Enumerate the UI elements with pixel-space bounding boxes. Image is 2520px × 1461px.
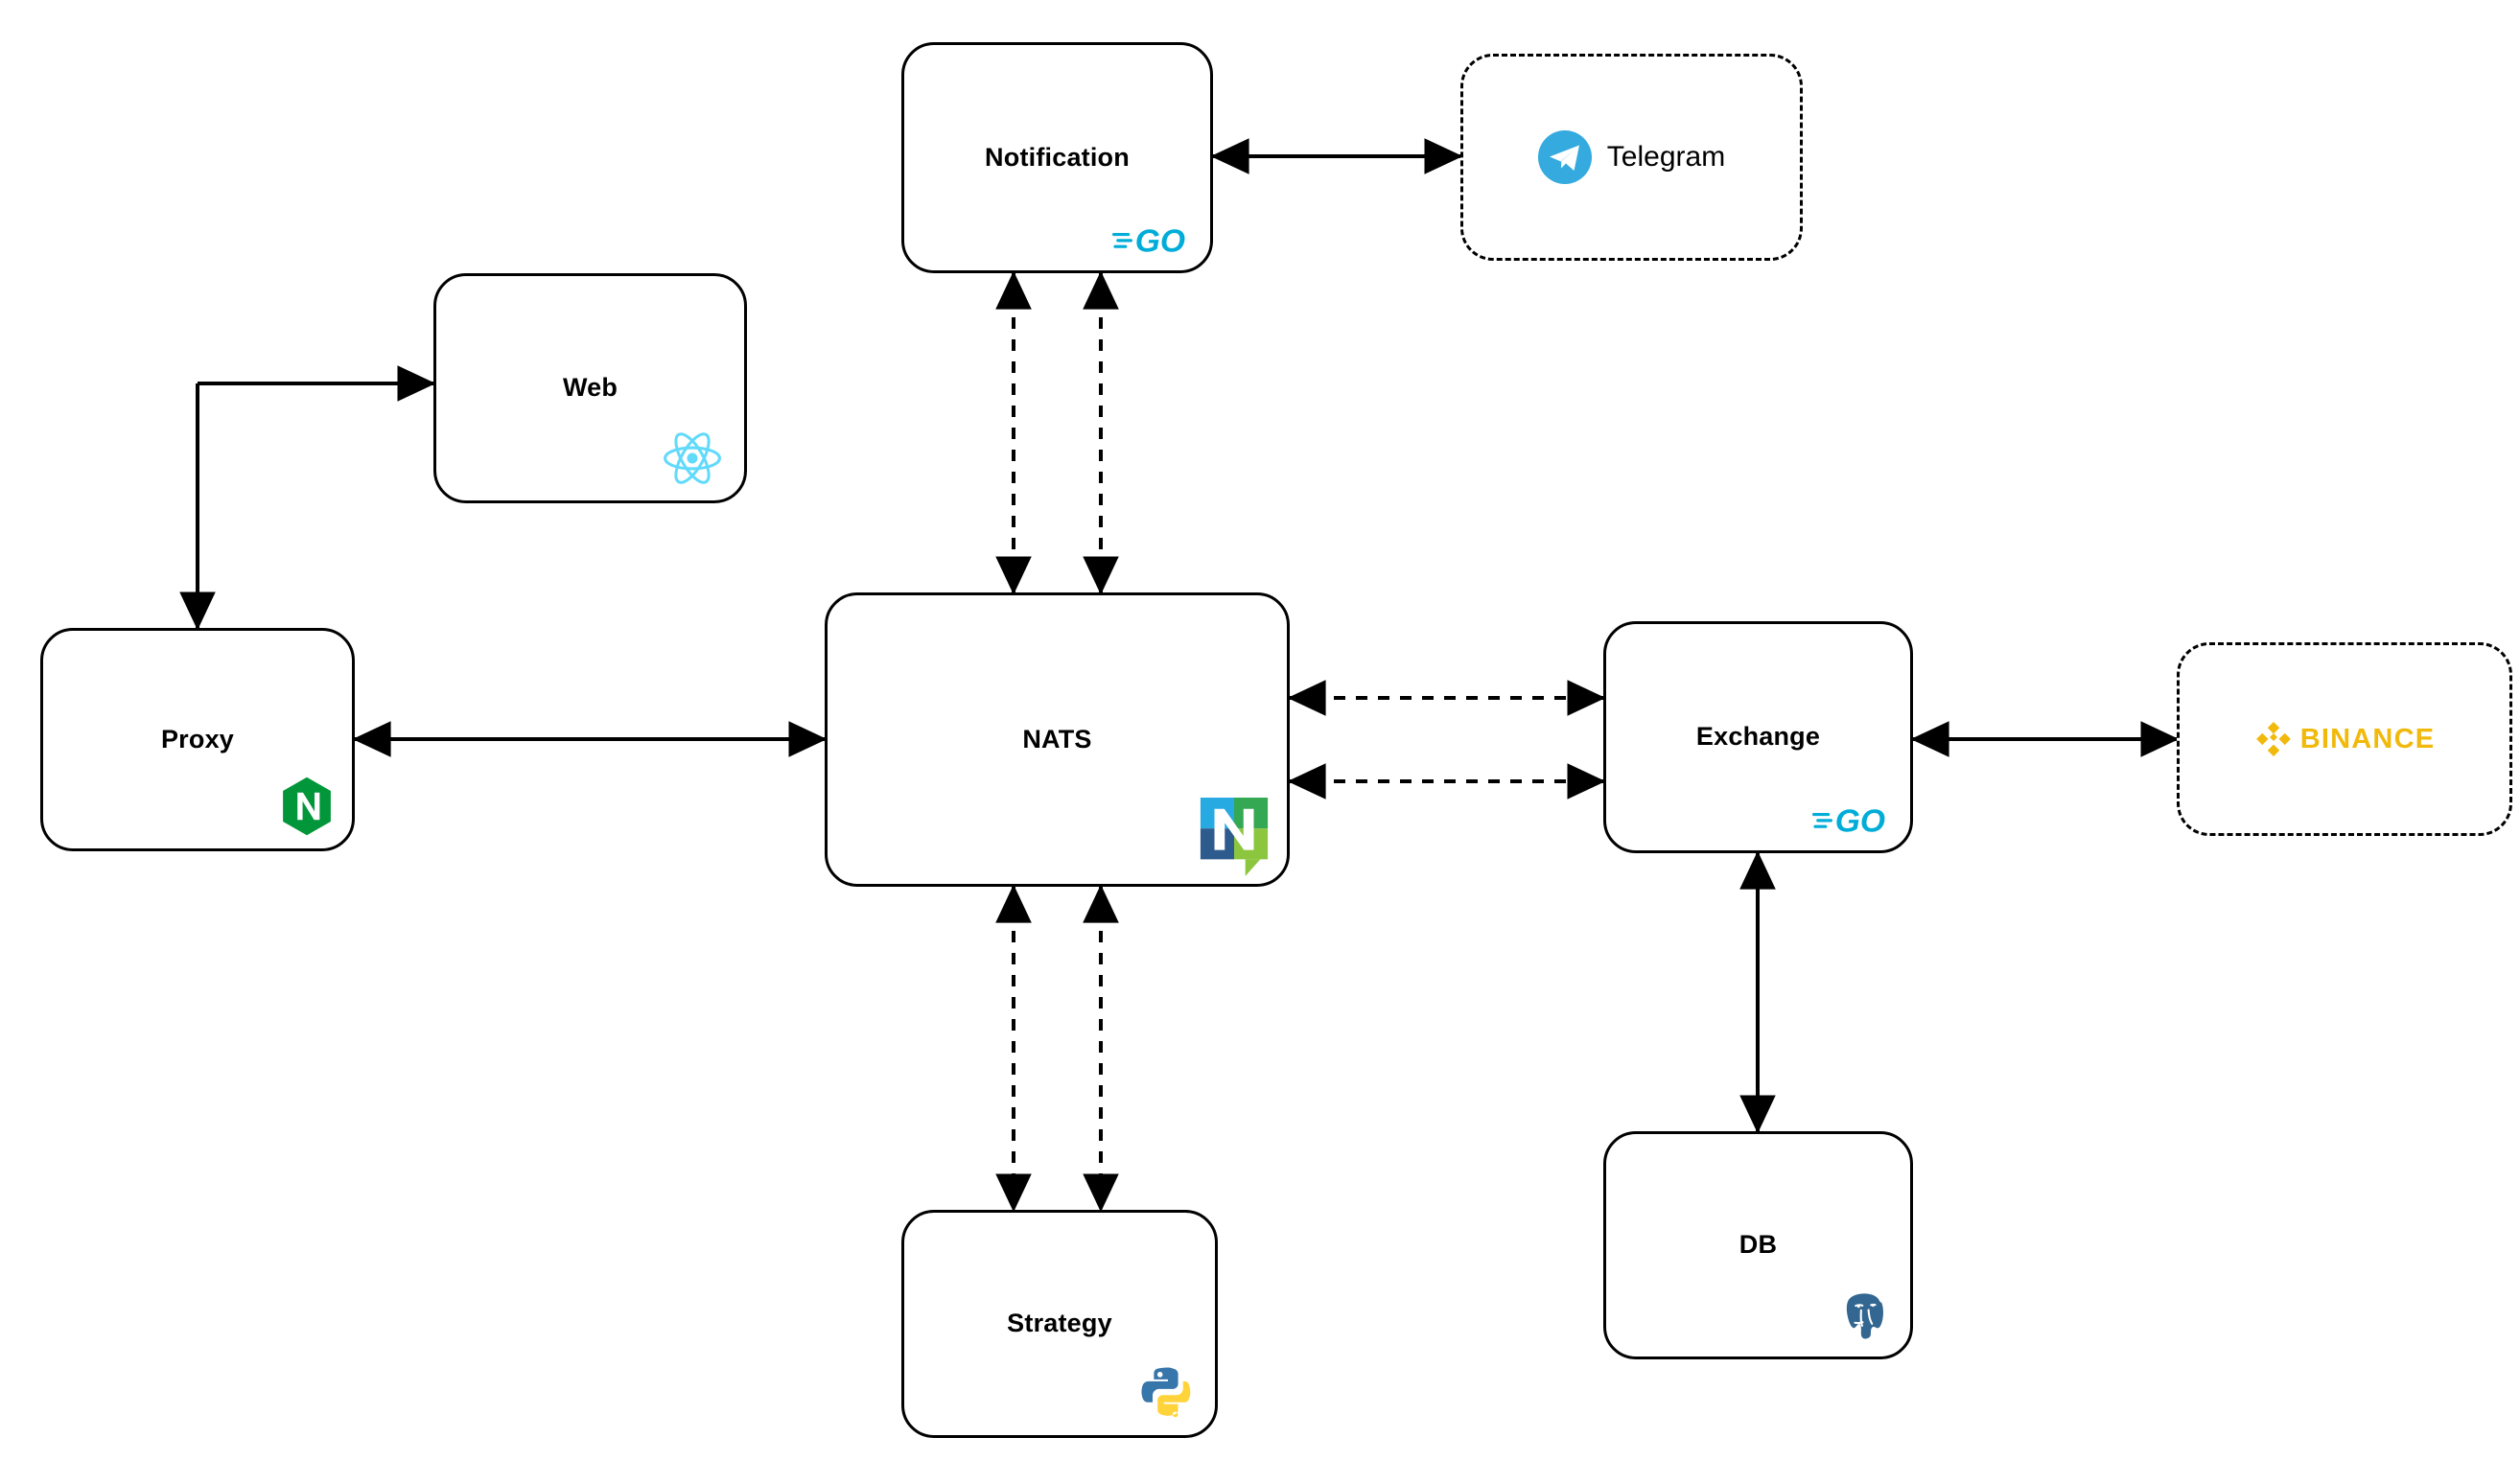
telegram-brand: Telegram xyxy=(1463,130,1800,184)
telegram-icon xyxy=(1537,130,1592,184)
nats-icon xyxy=(1187,790,1272,878)
binance-brand: BINANCE xyxy=(2180,720,2509,758)
node-exchange[interactable]: Exchange GO xyxy=(1603,621,1913,853)
telegram-label: Telegram xyxy=(1606,141,1726,173)
node-db[interactable]: DB xyxy=(1603,1131,1913,1359)
node-nats[interactable]: NATS xyxy=(825,592,1290,887)
node-telegram[interactable]: Telegram xyxy=(1460,54,1803,261)
node-proxy-label: Proxy xyxy=(160,724,235,754)
binance-label: BINANCE xyxy=(2299,723,2436,754)
node-db-label: DB xyxy=(1738,1230,1778,1260)
react-atom-icon xyxy=(646,420,727,489)
python-icon xyxy=(1117,1355,1198,1424)
svg-text:GO: GO xyxy=(1135,224,1185,259)
binance-icon xyxy=(2254,720,2293,758)
go-gopher-icon: GO xyxy=(1812,770,1893,839)
node-nats-label: NATS xyxy=(1022,724,1092,754)
node-exchange-label: Exchange xyxy=(1695,722,1821,752)
node-binance[interactable]: BINANCE xyxy=(2177,642,2512,836)
node-web[interactable]: Web xyxy=(433,273,747,503)
svg-text:GO: GO xyxy=(1835,804,1885,839)
node-strategy-label: Strategy xyxy=(1007,1309,1112,1338)
nginx-icon xyxy=(254,768,335,837)
postgresql-elephant-icon xyxy=(1812,1276,1893,1345)
node-notification[interactable]: Notification GO xyxy=(901,42,1213,273)
node-strategy[interactable]: Strategy xyxy=(901,1210,1218,1438)
go-gopher-icon: GO xyxy=(1112,190,1193,259)
node-web-label: Web xyxy=(562,373,618,403)
node-proxy[interactable]: Proxy xyxy=(40,628,355,851)
node-notification-label: Notification xyxy=(985,142,1130,172)
